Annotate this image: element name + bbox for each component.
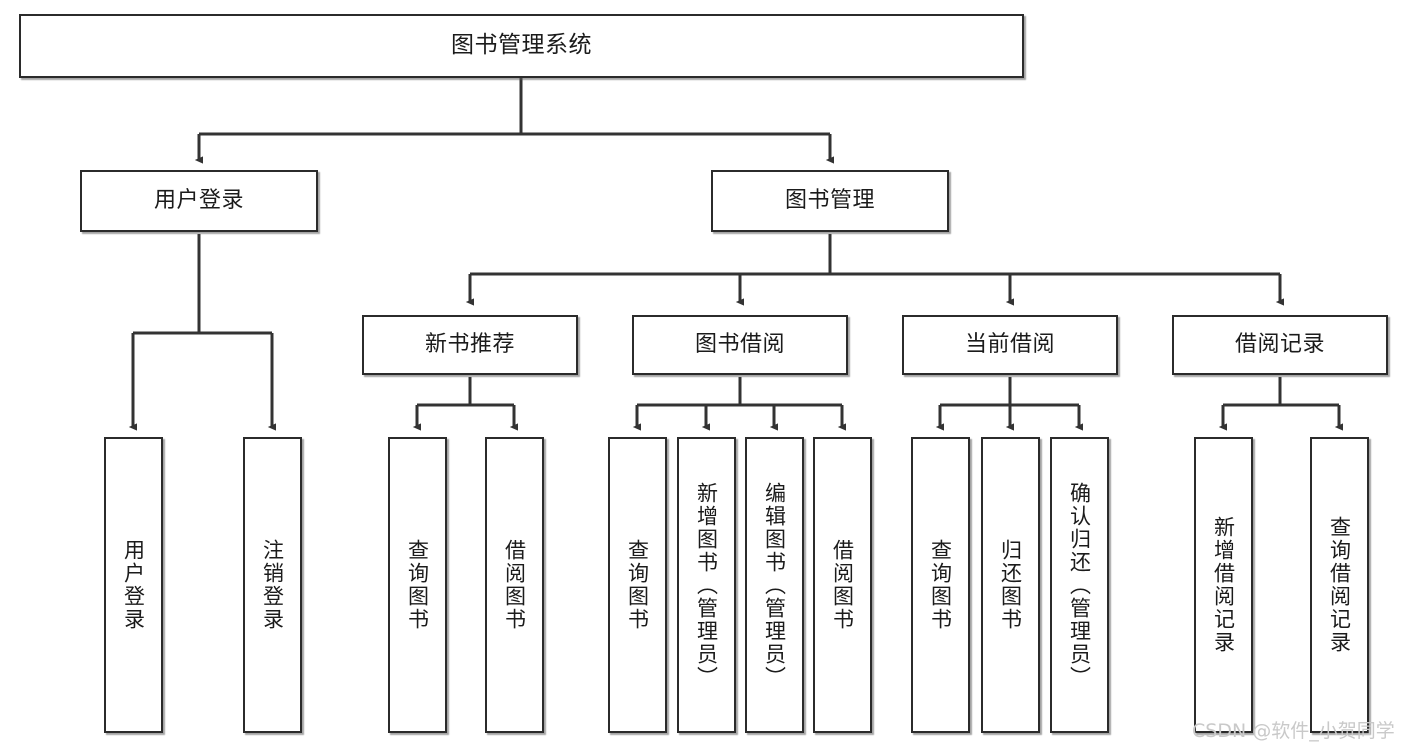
node-leaf-query-record-label: 查询借阅记录 [1327,516,1352,654]
node-new-book-rec-label: 新书推荐 [424,332,515,358]
node-leaf-query-record[interactable]: 查询借阅记录 [1310,437,1369,733]
node-current-borrow-label: 当前借阅 [964,332,1055,358]
node-book-borrow[interactable]: 图书借阅 [632,315,848,375]
node-leaf-add-record-label: 新增借阅记录 [1211,516,1236,654]
node-root[interactable]: 图书管理系统 [19,14,1024,78]
node-book-manage-label: 图书管理 [784,188,875,214]
node-leaf-query-book-3-label: 查询图书 [928,539,953,631]
node-leaf-query-book-3[interactable]: 查询图书 [911,437,970,733]
node-leaf-borrow-book-1[interactable]: 借阅图书 [485,437,544,733]
node-leaf-user-login-label: 用户登录 [121,539,146,631]
node-leaf-query-book-1[interactable]: 查询图书 [388,437,447,733]
node-borrow-record[interactable]: 借阅记录 [1172,315,1388,375]
node-new-book-rec[interactable]: 新书推荐 [362,315,578,375]
node-leaf-add-book-label: 新增图书（管理员） [694,481,719,689]
node-borrow-record-label: 借阅记录 [1234,332,1325,358]
node-leaf-edit-book-label: 编辑图书（管理员） [762,481,787,689]
node-leaf-borrow-book-2[interactable]: 借阅图书 [813,437,872,733]
node-leaf-confirm-return-label: 确认归还（管理员） [1067,481,1092,689]
node-book-borrow-label: 图书借阅 [694,332,785,358]
node-leaf-borrow-book-1-label: 借阅图书 [502,539,527,631]
node-leaf-edit-book[interactable]: 编辑图书（管理员） [745,437,804,733]
node-leaf-borrow-book-2-label: 借阅图书 [830,539,855,631]
node-leaf-logout-label: 注销登录 [260,539,285,631]
node-leaf-return-book-label: 归还图书 [998,539,1023,631]
node-leaf-confirm-return[interactable]: 确认归还（管理员） [1050,437,1109,733]
node-current-borrow[interactable]: 当前借阅 [902,315,1118,375]
node-leaf-add-book[interactable]: 新增图书（管理员） [677,437,736,733]
node-leaf-return-book[interactable]: 归还图书 [981,437,1040,733]
node-leaf-query-book-2-label: 查询图书 [625,539,650,631]
node-book-manage[interactable]: 图书管理 [711,170,949,232]
node-leaf-logout[interactable]: 注销登录 [243,437,302,733]
node-leaf-query-book-2[interactable]: 查询图书 [608,437,667,733]
node-user-login[interactable]: 用户登录 [80,170,318,232]
node-user-login-label: 用户登录 [153,188,244,214]
node-leaf-add-record[interactable]: 新增借阅记录 [1194,437,1253,733]
node-root-label: 图书管理系统 [451,32,592,59]
node-leaf-user-login[interactable]: 用户登录 [104,437,163,733]
node-leaf-query-book-1-label: 查询图书 [405,539,430,631]
